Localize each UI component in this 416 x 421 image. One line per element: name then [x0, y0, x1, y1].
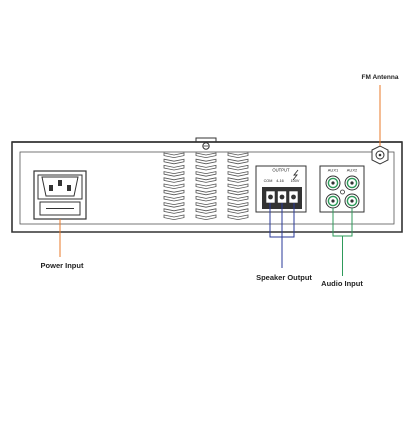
vent-slot [163, 183, 185, 190]
vent-slot [195, 202, 217, 208]
vent-slot [227, 152, 249, 159]
lightning-icon [292, 169, 299, 181]
vent-slot [163, 177, 185, 183]
speaker-output-callout: Speaker Output [256, 273, 312, 282]
power-inlet [33, 170, 87, 220]
chassis [11, 137, 403, 233]
vent-slot [163, 214, 185, 221]
vent-slot [195, 214, 217, 221]
aux2-label: AUX2 [347, 168, 358, 173]
aux-input-panel: AUX1 AUX2 [319, 165, 365, 213]
fm-antenna-callout: FM Antenna [362, 74, 399, 81]
vent-slot [227, 158, 249, 165]
vent-slot [163, 202, 185, 208]
rca-jack-aux1-top [325, 175, 341, 191]
terminal-label-com: COM [264, 179, 273, 183]
vent-slot [163, 189, 185, 196]
rca-jack-aux2-bottom [344, 193, 360, 209]
vent-slot [227, 202, 249, 208]
power-input-callout: Power Input [41, 261, 84, 270]
vent-slot [227, 164, 249, 171]
terminal-label-100v: 100V [291, 179, 300, 183]
terminal-label-4-16: 4-16 [276, 179, 284, 183]
audio-input-callout: Audio Input [321, 279, 363, 288]
vent-slot [163, 208, 185, 214]
vent-slot [195, 152, 217, 159]
center-screw-icon [340, 189, 345, 195]
vent-slot [195, 171, 217, 177]
vent-slot [195, 183, 217, 190]
vent-slot [227, 177, 249, 183]
vent-slot [227, 171, 249, 177]
vent-slot [227, 183, 249, 190]
vent-slot [195, 189, 217, 196]
vent-slot [195, 158, 217, 165]
vent-slot [195, 208, 217, 214]
leader-lines [59, 85, 381, 276]
rca-jack-aux1-bottom [325, 193, 341, 209]
audio-leader [332, 208, 353, 276]
aux1-label: AUX1 [328, 168, 339, 173]
vent-slot [163, 164, 185, 171]
fm-antenna-jack [371, 145, 389, 165]
rca-jack-aux2-top [344, 175, 360, 191]
output-title: OUTPUT [272, 168, 290, 173]
vent-slots [163, 152, 249, 221]
speaker-leader [269, 203, 295, 268]
vent-slot [163, 171, 185, 177]
speaker-output-panel: OUTPUT COM 4-16 100V [255, 165, 307, 213]
vent-slot [227, 214, 249, 221]
vent-slot [195, 195, 217, 202]
vent-slot [163, 195, 185, 202]
vent-slot [227, 208, 249, 214]
vent-slot [227, 189, 249, 196]
vent-slot [195, 164, 217, 171]
vent-slot [195, 177, 217, 183]
vent-slot [163, 158, 185, 165]
vent-slot [163, 152, 185, 159]
vent-slot [227, 195, 249, 202]
